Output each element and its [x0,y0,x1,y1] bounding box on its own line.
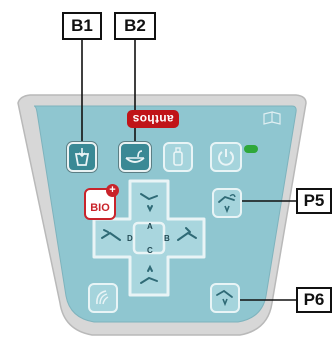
direction-label-a: A [147,222,153,231]
dpad-down-button[interactable] [131,258,167,294]
callout-p5: P5 [296,188,332,214]
brand-logo: anthos [127,110,179,128]
dpad-up-button[interactable] [131,182,167,218]
backrest-down-icon [101,229,121,241]
dpad-right-button[interactable] [169,220,203,256]
direction-label-d: D [127,234,133,243]
lamp-icon [96,290,109,305]
water-bottle-button[interactable] [163,142,193,172]
dpad-center [132,221,166,255]
bio-label: BIO [90,202,110,214]
water-bottle-icon [173,147,183,166]
manual-book-icon [263,111,281,125]
chair-up-icon [140,193,158,213]
callout-b2: B2 [114,12,156,40]
bio-button[interactable]: + BIO [84,184,119,220]
dpad-left-button[interactable] [95,220,129,256]
bowl-rinse-button[interactable] [119,142,151,172]
power-icon [218,149,234,166]
chair-rinse-position-icon [218,194,236,214]
power-button[interactable] [210,142,242,172]
cup-fill-icon [74,148,90,166]
bowl-rinse-icon [125,150,145,163]
chair-down-icon [140,264,158,284]
callout-b1: B1 [62,12,102,40]
p5-button[interactable] [212,188,242,218]
direction-label-c: C [147,246,153,255]
bio-plus-badge: + [106,184,119,197]
callout-p6: P6 [296,287,332,313]
p6-button[interactable] [210,283,240,313]
backrest-up-icon [177,227,197,241]
chair-memory-icon [216,289,233,307]
power-led [244,145,258,153]
lamp-button[interactable] [88,283,118,313]
cup-fill-button[interactable] [67,142,97,172]
direction-label-b: B [164,234,170,243]
